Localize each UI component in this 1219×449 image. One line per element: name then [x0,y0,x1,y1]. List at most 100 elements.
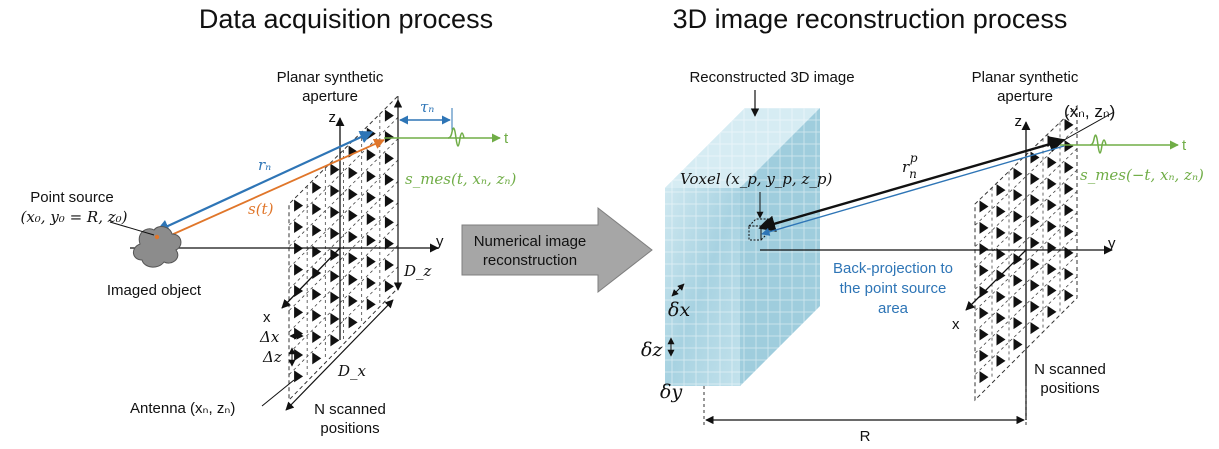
antenna-icon [330,249,340,261]
antenna-icon [384,216,394,229]
antenna-icon [384,195,394,207]
antenna-icon [312,331,322,343]
antenna-icon [996,290,1006,303]
antenna-icon [1030,279,1040,292]
left-nscanned-2: positions [320,420,379,437]
antenna-icon [366,149,376,161]
left-aperture-grid [288,109,399,383]
dx-dimension [285,299,394,411]
left-x-axis [281,247,341,309]
antenna-icon [312,224,322,237]
left-panel: Planar synthetic aperture z y x D_z D_x … [20,69,516,437]
antenna-label: Antenna (xₙ, zₙ) [130,400,235,417]
left-delta-z: Δz [262,348,282,366]
antenna-icon [979,349,989,362]
antenna-icon [996,248,1006,261]
antenna-icon [1047,156,1057,169]
point-source-label: Point source [30,189,113,206]
antenna-icon [1030,172,1040,185]
antenna-icon [366,170,376,183]
antenna-icon [384,131,394,143]
antenna-icon [1013,295,1023,308]
right-t-label: t [1182,137,1187,154]
tau-label: τₙ [420,98,434,116]
antenna-icon [312,288,322,301]
antenna-icon [330,270,340,283]
antenna-icon [979,221,989,234]
rn-ray [155,130,374,233]
backproj-label-2: the point source [840,280,947,297]
antenna-icon [1064,204,1074,217]
antenna-icon [979,328,989,341]
xnzn-pointer [1063,111,1115,141]
antenna-icon [1047,177,1057,190]
right-delta-x: δx [668,299,690,321]
antenna-icon [1030,215,1040,228]
dz-label: D_z [403,262,432,280]
antenna-icon [996,226,1006,239]
antenna-icon [312,181,322,194]
antenna-icon [348,273,358,286]
right-title: 3D image reconstruction process [673,4,1068,34]
antenna-icon [366,277,376,289]
antenna-icon [294,327,304,340]
antenna-icon [312,267,322,279]
antenna-icon [996,354,1006,367]
right-aperture-label-1: Planar synthetic [972,69,1079,86]
backproj-label-1: Back-projection to [833,260,953,277]
antenna-icon [1013,338,1023,351]
antenna-icon [294,263,304,276]
left-aperture-label-1: Planar synthetic [277,69,384,86]
left-nscanned-1: N scanned [314,401,386,418]
antenna-icon [1013,231,1023,244]
right-panel: Reconstructed 3D image Voxel (x_p, y_p, … [641,69,1204,445]
left-pulse [447,127,465,147]
antenna-icon [1047,263,1057,276]
antenna-icon [366,213,376,225]
left-delta-x: Δx [259,328,280,346]
right-x-axis [965,249,1027,311]
antenna-icon [1030,322,1040,335]
antenna-icon [1047,241,1057,254]
antenna-icon [996,205,1006,218]
antenna-icon [366,191,376,204]
right-nscanned-1: N scanned [1034,361,1106,378]
grid-line [288,202,399,311]
left-x-label: x [263,309,271,326]
delta-x-r-marker [671,283,685,297]
reconstructed-label: Reconstructed 3D image [689,69,854,86]
antenna-icon [979,264,989,277]
antenna-icon [1064,182,1074,195]
right-nscanned-2: positions [1040,380,1099,397]
voxel-label: Voxel (x_p, y_p, z_p) [680,170,832,188]
reconstructed-cube [665,108,820,386]
reconstruction-arrow: Numerical image reconstruction [461,206,653,294]
antenna-icon [384,152,394,165]
antenna-icon [1047,284,1057,297]
antenna-icon [312,245,322,258]
point-source-coords: (x₀, y₀ = R, z₀) [20,208,127,226]
antenna-icon [294,306,304,319]
antenna-icon [294,370,304,383]
right-x-label: x [952,316,960,333]
antenna-icon [330,227,340,240]
grid-line [288,181,399,290]
antenna-icon [1030,194,1040,207]
arrow-shape [461,206,653,294]
r-label: R [860,428,871,445]
right-z-label: z [1015,113,1023,130]
antenna-icon [1064,289,1074,302]
antenna-icon [348,295,358,307]
antenna-icon [979,243,989,256]
right-delta-y: δy [660,381,682,403]
antenna-icon [1030,236,1040,249]
left-t-label: t [504,130,509,147]
point-source-dot [154,234,160,240]
arrow-label-2: reconstruction [483,252,577,269]
left-smes-label: s_mes(t, xₙ, zₙ) [405,170,516,188]
antenna-icon [1013,210,1023,223]
antenna-icon [996,312,1006,325]
antenna-icon [384,237,394,250]
antenna-icon [1030,258,1040,271]
antenna-icon [330,185,340,197]
